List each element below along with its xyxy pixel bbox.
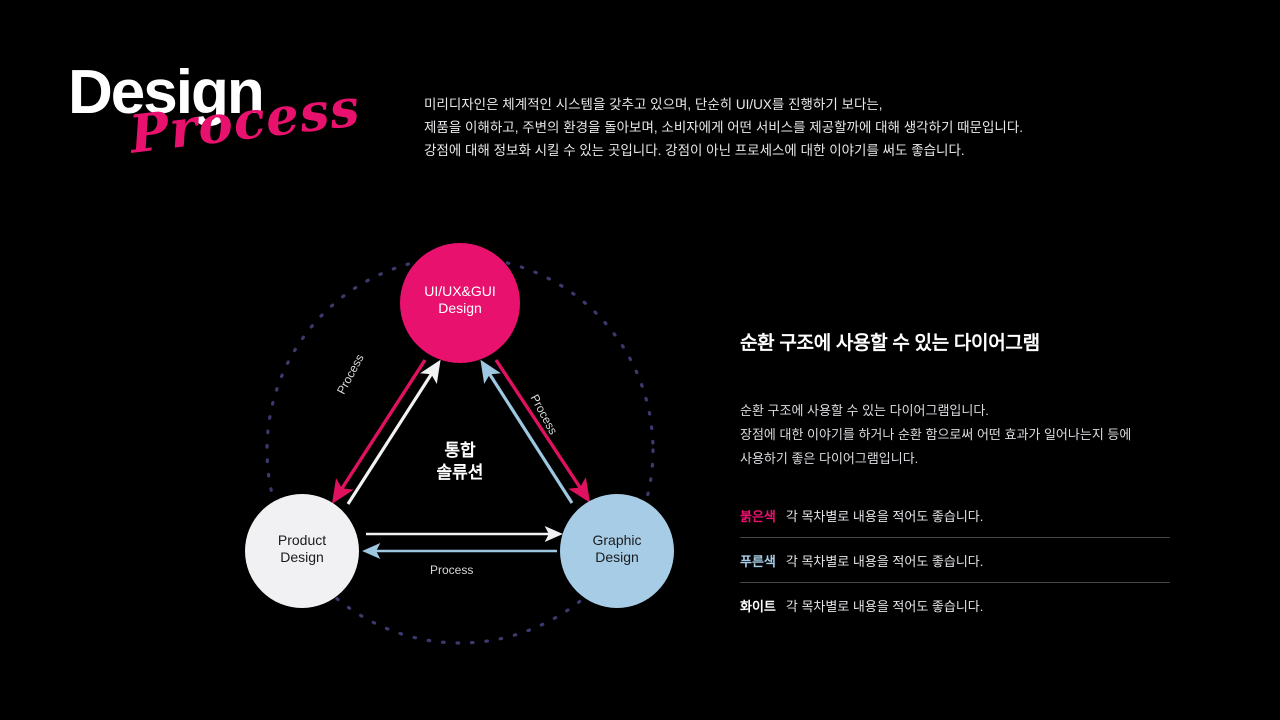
edge-pink-uiux-to-product [331,359,427,504]
edge-label-process-bottom: Process [430,563,474,577]
edge-blue-graphic-to-uiux [480,359,574,504]
legend-key-blue: 푸른색 [740,554,776,569]
dotted-ring [265,255,655,645]
legend-row: 푸른색 각 목차별로 내용을 적어도 좋습니다. [740,538,1170,583]
node-uiux-design[interactable] [400,243,520,363]
legend-text-blue: 각 목차별로 내용을 적어도 좋습니다. [785,554,984,569]
legend-row: 붉은색 각 목차별로 내용을 적어도 좋습니다. [740,493,1170,538]
legend-key-red: 붉은색 [740,509,776,524]
header-paragraph: 미리디자인은 체계적인 시스템을 갖추고 있으며, 단순히 UI/UX를 진행하… [424,97,1023,158]
info-panel-description: 순환 구조에 사용할 수 있는 다이어그램입니다. 장점에 대한 이야기를 하거… [740,403,1132,466]
edge-white-product-to-uiux [346,359,441,505]
node-product-design[interactable] [245,494,359,608]
page-title: Design [68,58,265,127]
legend-list: 붉은색 각 목차별로 내용을 적어도 좋습니다. 푸른색 각 목차별로 내용을 … [740,493,1170,627]
info-panel: 순환 구조에 사용할 수 있는 다이어그램 순환 구조에 사용할 수 있는 다이… [740,328,1170,627]
diagram-center-label: 통합 솔류션 [436,441,484,482]
legend-row: 화이트 각 목차별로 내용을 적어도 좋습니다. [740,583,1170,627]
edge-pink-uiux-to-graphic [494,359,591,503]
legend-key-white: 화이트 [740,599,776,614]
title-block: Design Process [68,62,398,202]
info-panel-heading: 순환 구조에 사용할 수 있는 다이어그램 [740,333,1040,354]
node-graphic-design[interactable] [560,494,674,608]
legend-text-white: 각 목차별로 내용을 적어도 좋습니다. [785,599,984,614]
legend-text-red: 각 목차별로 내용을 적어도 좋습니다. [785,509,984,524]
